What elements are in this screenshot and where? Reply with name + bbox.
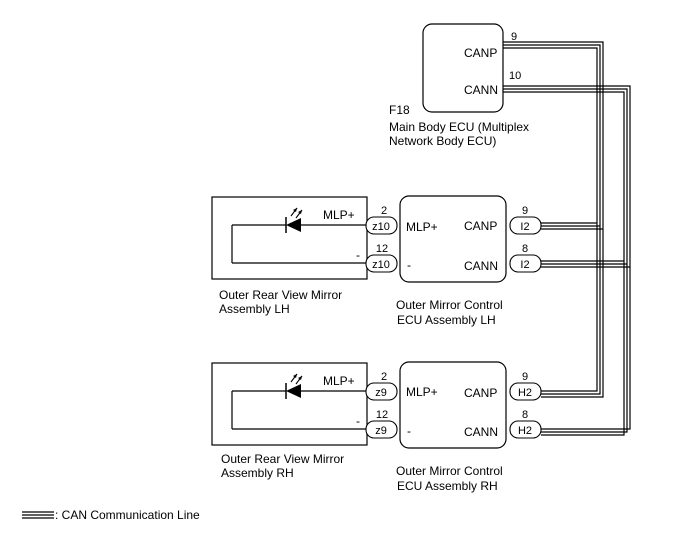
main-ecu-canp-label: CANP [464, 46, 497, 60]
main-ecu-name-line2: Network Body ECU) [389, 134, 496, 148]
ecu-rh-neg-label: - [407, 424, 411, 438]
connector-label: I2 [520, 259, 529, 271]
ecu-lh-name-line2: ECU Assembly LH [397, 313, 496, 327]
mirror-assembly-lh: MLP+ - Outer Rear View Mirror Assembly L… [211, 196, 368, 316]
connector-label: z10 [372, 221, 390, 233]
indicator-led-icon [285, 207, 303, 233]
mirror-lh-neg-label: - [356, 248, 360, 262]
connector-z9-top: z9 2 [365, 371, 398, 401]
connector-i2-bottom: I2 8 [509, 243, 542, 273]
connector-z10-top: z10 2 [365, 205, 398, 235]
indicator-led-icon [285, 373, 303, 399]
mirror-rh-mlp-label: MLP+ [323, 374, 355, 388]
ecu-rh-name-line1: Outer Mirror Control [396, 464, 503, 478]
connector-label: z10 [372, 259, 390, 271]
ecu-rh-cann-label: CANN [464, 425, 498, 439]
connector-h2-top: H2 9 [509, 371, 542, 401]
main-ecu-code: F18 [389, 103, 410, 117]
mirror-lh-name-line1: Outer Rear View Mirror [219, 288, 342, 302]
pin-number: 8 [522, 409, 528, 421]
connector-z9-bottom: z9 12 [365, 409, 398, 439]
pin-number: 2 [381, 205, 387, 217]
legend: : CAN Communication Line [22, 508, 200, 522]
ecu-rh-name-line2: ECU Assembly RH [397, 479, 498, 493]
ecu-lh-neg-label: - [407, 258, 411, 272]
pin-number: 8 [522, 243, 528, 255]
ecu-lh-mlp-label: MLP+ [406, 220, 438, 234]
ecu-lh-canp-label: CANP [464, 219, 497, 233]
can-branch-lh-cann [541, 260, 630, 268]
connector-label: I2 [520, 221, 529, 233]
connector-label: H2 [518, 425, 532, 437]
mirror-control-ecu-rh: MLP+ - CANP CANN Outer Mirror Control EC… [396, 361, 507, 493]
ecu-rh-mlp-label: MLP+ [406, 385, 438, 399]
mirror-rh-neg-label: - [356, 414, 360, 428]
main-body-ecu: CANP CANN 9 10 F18 Main Body ECU (Multip… [389, 23, 529, 148]
main-ecu-canp-pin: 9 [511, 31, 517, 43]
connector-z10-bottom: z10 12 [365, 243, 398, 273]
ecu-lh-cann-label: CANN [464, 259, 498, 273]
ecu-rh-canp-label: CANP [464, 386, 497, 400]
main-ecu-cann-pin: 10 [509, 70, 521, 82]
connector-i2-top: I2 9 [509, 205, 542, 235]
pin-number: 2 [381, 371, 387, 383]
legend-text: : CAN Communication Line [55, 508, 200, 522]
can-branch-lh-canp [541, 222, 603, 230]
can-bus-canp [503, 41, 604, 398]
mirror-assembly-rh: MLP+ - Outer Rear View Mirror Assembly R… [211, 362, 368, 480]
ecu-lh-name-line1: Outer Mirror Control [396, 298, 503, 312]
pin-number: 9 [522, 371, 528, 383]
mirror-rh-name-line2: Assembly RH [221, 466, 294, 480]
main-ecu-cann-label: CANN [464, 83, 498, 97]
connector-label: H2 [518, 387, 532, 399]
pin-number: 12 [376, 243, 388, 255]
mirror-lh-mlp-label: MLP+ [323, 208, 355, 222]
can-line-legend-icon [22, 511, 54, 519]
connector-h2-bottom: H2 8 [509, 409, 542, 439]
pin-number: 9 [522, 205, 528, 217]
mirror-control-ecu-lh: MLP+ - CANP CANN Outer Mirror Control EC… [396, 195, 507, 327]
mirror-rh-name-line1: Outer Rear View Mirror [221, 452, 344, 466]
mirror-lh-name-line2: Assembly LH [219, 302, 290, 316]
pin-number: 12 [376, 409, 388, 421]
main-ecu-name-line1: Main Body ECU (Multiplex [389, 120, 529, 134]
connector-label: z9 [375, 387, 387, 399]
connector-label: z9 [375, 425, 387, 437]
